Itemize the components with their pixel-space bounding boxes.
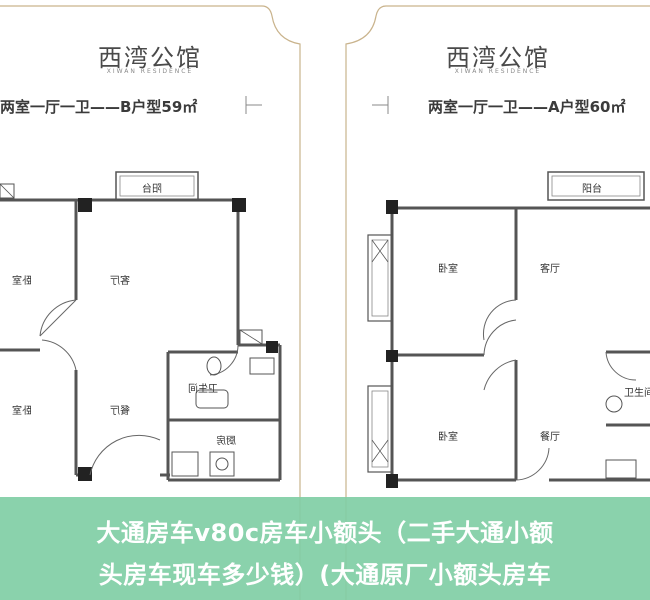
room-balcony: 阳台 <box>582 184 602 195</box>
brand-title: 西湾公馆 <box>446 44 550 72</box>
floor-plan-b-drawing <box>0 5 301 600</box>
brand-title: 西湾公馆 <box>98 44 202 72</box>
room-bathroom: 卫生间 <box>624 388 650 399</box>
room-balcony: 阳台 <box>142 184 162 195</box>
room-dining: 餐厅 <box>110 406 130 417</box>
caption-line-2: 头房车现车多少钱）(大通原厂小额头房车 <box>98 561 552 589</box>
floor-plan-a-drawing <box>345 5 650 600</box>
room-living: 客厅 <box>540 264 560 275</box>
caption-overlay: 大通房车v80c房车小额头（二手大通小额 头房车现车多少钱）(大通原厂小额头房车 <box>0 497 650 600</box>
brand-subtitle: XIWAN RESIDENCE <box>454 68 542 75</box>
unit-type-label: 两室一厅一卫——B户型59㎡ <box>0 98 198 116</box>
caption-line-1: 大通房车v80c房车小额头（二手大通小额 <box>96 519 554 547</box>
room-bedroom-bottom: 卧室 <box>438 432 458 443</box>
brand-subtitle: XIWAN RESIDENCE <box>106 68 194 75</box>
room-dining: 餐厅 <box>540 432 560 443</box>
room-bedroom-top: 卧室 <box>12 276 32 287</box>
room-kitchen: 厨房 <box>216 436 236 447</box>
room-living: 客厅 <box>110 276 130 287</box>
room-bathroom: 卫生间 <box>188 384 218 395</box>
room-bedroom-bottom: 卧室 <box>12 406 32 417</box>
unit-type-label: 两室一厅一卫——A户型60㎡ <box>428 98 626 116</box>
room-bedroom-top: 卧室 <box>438 264 458 275</box>
